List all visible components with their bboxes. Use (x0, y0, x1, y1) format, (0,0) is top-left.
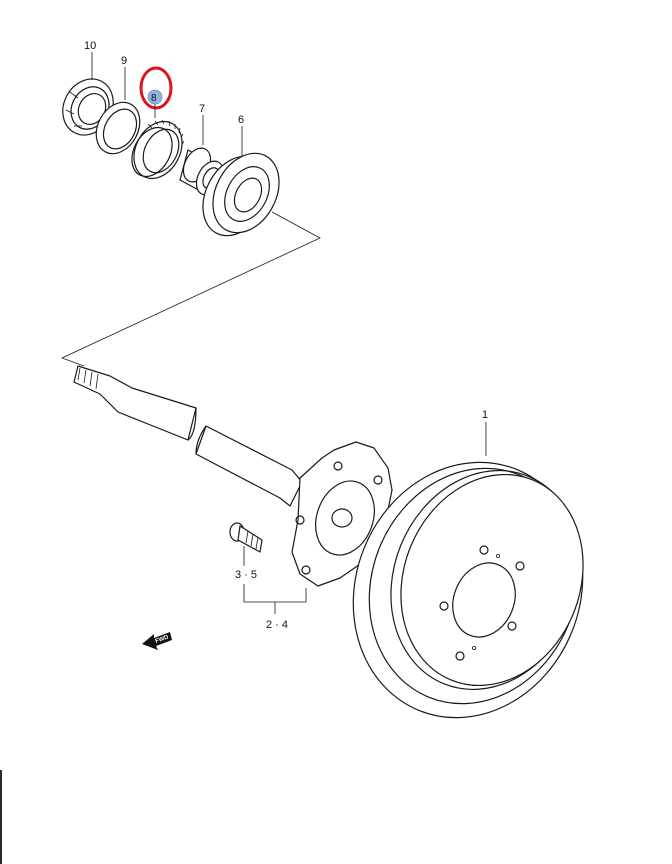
part-label-8[interactable]: 8 (151, 93, 157, 104)
part-3-5-bolt[interactable] (229, 522, 263, 553)
part-1-brake-drum[interactable] (315, 428, 620, 753)
part-label-1: 1 (482, 409, 488, 421)
part-label-6: 6 (238, 114, 244, 126)
part-8-bearing[interactable] (124, 113, 192, 187)
part-label-3-5: 3 · 5 (235, 569, 257, 581)
part-label-7: 7 (199, 103, 205, 115)
part-label-9: 9 (121, 55, 127, 67)
page-edge-line (0, 770, 2, 864)
part-9-ring[interactable] (88, 95, 149, 161)
assembly-bracket (60, 211, 321, 367)
part-6-bearing[interactable] (190, 142, 292, 247)
bracket-2-4 (243, 584, 307, 603)
part-axle-shaft[interactable] (73, 365, 303, 507)
part-label-2-4: 2 · 4 (266, 619, 288, 631)
fwd-label: FWD (155, 634, 171, 645)
part-label-10: 10 (84, 40, 96, 52)
forward-direction-arrow: FWD (142, 632, 172, 650)
highlight-circle (139, 66, 173, 110)
